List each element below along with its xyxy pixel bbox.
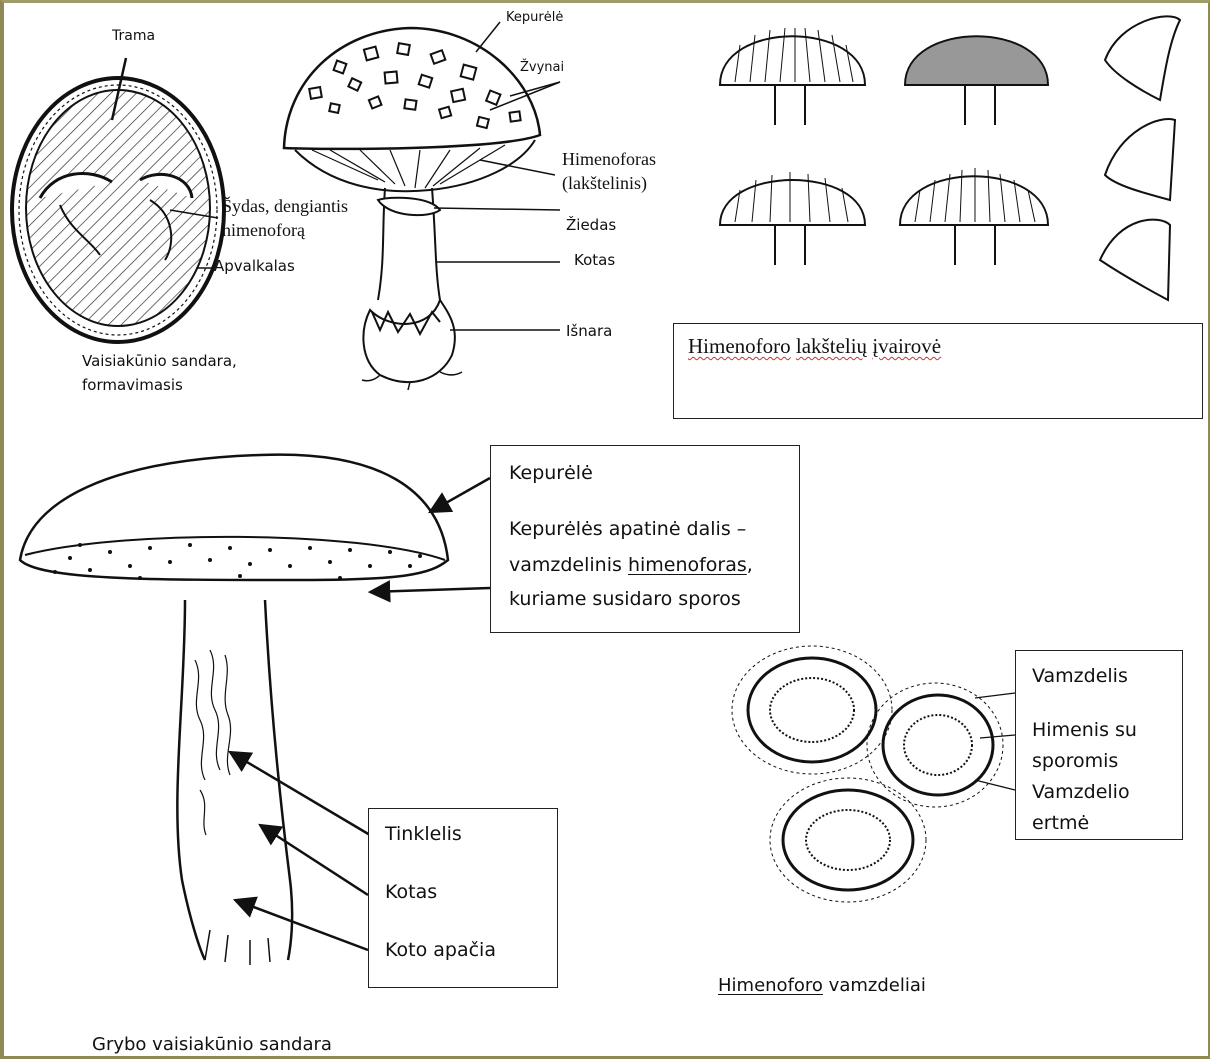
label-kotas-top: Kotas xyxy=(574,251,615,269)
stem-box-line3: Koto apačia xyxy=(385,939,496,961)
bottom-caption: Grybo vaisiakūnio sandara xyxy=(92,1034,332,1055)
label-isnara: Išnara xyxy=(566,322,612,340)
cap-box-line3a: vamzdelinis xyxy=(509,554,628,576)
tubes-caption: Himenoforo vamzdeliai xyxy=(718,975,926,996)
cap-callout-box: Kepurėlė Kepurėlės apatinė dalis – vamzd… xyxy=(490,445,800,633)
cap-box-line3b: himenoforas xyxy=(628,554,747,576)
cap-box-line4: kuriame susidaro sporos xyxy=(509,588,741,610)
stem-callout-box: Tinklelis Kotas Koto apačia xyxy=(368,808,558,988)
label-sydas-line2: himenoforą xyxy=(222,220,305,241)
gill-variety-title-a: Himenoforo xyxy=(688,334,791,358)
label-sydas-line1: Šydas, dengiantis xyxy=(222,196,348,217)
label-himenoforas-line2: (lakštelinis) xyxy=(562,173,647,194)
tube-box-line1: Vamzdelis xyxy=(1032,665,1128,687)
tubes-caption-b: vamzdeliai xyxy=(829,975,926,996)
tube-box-line5: ertmė xyxy=(1032,812,1089,834)
cap-box-line1: Kepurėlė xyxy=(509,462,593,484)
gill-variety-title-c: įvairovė xyxy=(872,334,941,358)
label-ziedas: Žiedas xyxy=(566,216,616,234)
cap-box-line3c: , xyxy=(747,554,753,576)
label-trama: Trama xyxy=(112,28,155,44)
label-zvynai: Žvynai xyxy=(520,60,564,75)
tube-box-line2: Himenis su xyxy=(1032,719,1137,741)
cap-box-line3: vamzdelinis himenoforas, xyxy=(509,554,753,576)
label-apvalkalas: Apvalkalas xyxy=(214,257,295,275)
label-himenoforas-line1: Himenoforas xyxy=(562,149,656,170)
tube-box-line3: sporomis xyxy=(1032,750,1118,772)
tube-box-line4: Vamzdelio xyxy=(1032,781,1130,803)
cap-box-line2: Kepurėlės apatinė dalis – xyxy=(509,518,746,540)
gill-variety-title: Himenoforo lakštelių įvairovė xyxy=(688,334,941,359)
tube-callout-box: Vamzdelis Himenis su sporomis Vamzdelio … xyxy=(1015,650,1183,840)
tube-cross-section-drawing xyxy=(732,646,1015,902)
caption-vaisiakunio-line1: Vaisiakūnio sandara, xyxy=(82,352,237,370)
gill-variety-title-b: lakštelių xyxy=(796,334,867,358)
label-kepurele-top: Kepurėlė xyxy=(506,10,563,25)
fruitbody-section-drawing xyxy=(12,58,224,342)
caption-vaisiakunio-line2: formavimasis xyxy=(82,376,183,394)
stem-box-line2: Kotas xyxy=(385,881,437,903)
stem-box-line1: Tinklelis xyxy=(385,823,462,845)
tubes-caption-a: Himenoforo xyxy=(718,975,823,996)
gill-variety-drawings xyxy=(720,16,1180,300)
gill-variety-caption-box: Himenoforo lakštelių įvairovė xyxy=(673,323,1203,419)
